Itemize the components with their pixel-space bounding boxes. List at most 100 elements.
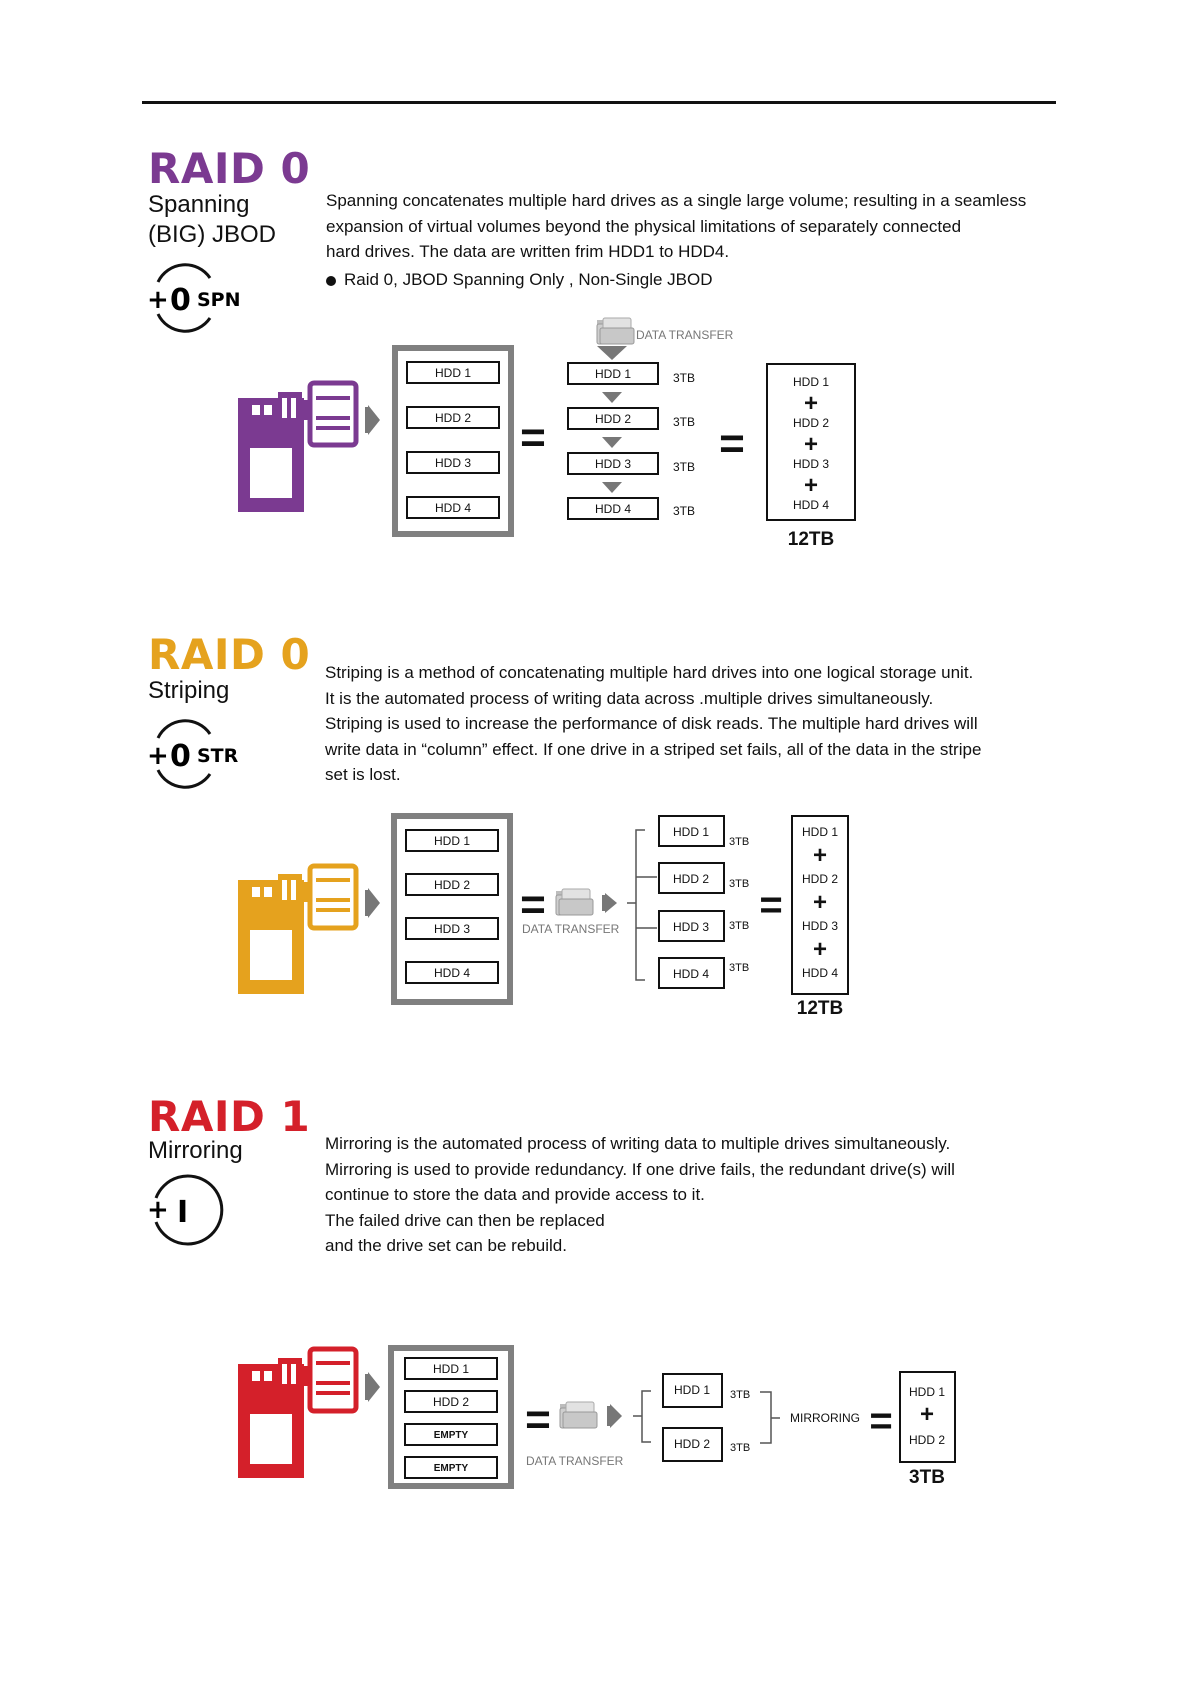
desc-line: continue to store the data and provide a… — [325, 1185, 705, 1204]
stripe-drive-label: HDD 3 — [673, 920, 709, 934]
drive-slot-label: HDD 1 — [433, 1362, 469, 1376]
result-item: HDD 2 — [802, 872, 838, 886]
stripe-bracket — [627, 829, 645, 981]
arrow-down-icon — [602, 392, 622, 403]
mirroring-diagram: HDD 1 HDD 2 EMPTY EMPTY = DATA TRANSFER … — [238, 1345, 956, 1489]
computer-icon — [238, 380, 359, 512]
striping-title: RAID 0 — [148, 630, 311, 679]
result-item: HDD 4 — [802, 966, 838, 980]
desc-line: write data in “column” effect. If one dr… — [325, 739, 982, 759]
desc-line: The failed drive can then be replaced — [325, 1210, 605, 1230]
badge-plus: + — [147, 741, 169, 771]
transfer-drive-label: HDD 3 — [595, 457, 631, 471]
equals-sign: = — [869, 1399, 892, 1443]
computer-icon — [238, 1346, 359, 1478]
spanning-subtitle: Spanning — [148, 191, 250, 218]
bullet-dot-icon — [326, 275, 336, 286]
plus-sign: + — [813, 889, 827, 916]
drive-size: 3TB — [673, 415, 695, 429]
plus-sign: + — [804, 472, 818, 499]
drive-size: 3TB — [729, 962, 749, 974]
drive-size: 3TB — [673, 371, 695, 385]
equals-sign: = — [520, 413, 546, 462]
arrow-right-icon — [368, 405, 380, 435]
arrow-right-icon — [368, 1372, 380, 1402]
drive-slot-label: HDD 4 — [434, 966, 470, 980]
bullet-text: Raid 0, JBOD Spanning Only , Non-Single … — [344, 270, 713, 289]
drive-slot-label: EMPTY — [434, 1430, 469, 1441]
result-volume — [791, 815, 849, 995]
result-item: HDD 1 — [802, 825, 838, 839]
desc-line: It is the automated process of writing d… — [325, 688, 934, 708]
spanning-title: RAID 0 — [148, 144, 311, 193]
drive-slot-label: HDD 4 — [435, 501, 471, 515]
mirror-badge-icon: + I — [147, 1174, 224, 1246]
mirroring-subtitle: Mirroring — [148, 1137, 243, 1164]
str-badge-icon: + 0 STR — [147, 719, 239, 789]
drive-size: 3TB — [673, 460, 695, 474]
stripe-drive-label: HDD 1 — [673, 825, 709, 839]
result-item: HDD 3 — [802, 919, 838, 933]
plus-sign: + — [813, 842, 827, 869]
desc-line: hard drives. The data are written frim H… — [326, 242, 730, 261]
arrow-down-icon — [602, 437, 622, 448]
drive-size: 3TB — [730, 1389, 750, 1401]
result-volume — [766, 363, 856, 521]
badge-code: STR — [197, 745, 239, 767]
badge-number: 0 — [170, 283, 191, 318]
transfer-drive-label: HDD 4 — [595, 502, 631, 516]
result-item: HDD 2 — [793, 416, 829, 430]
drive-size: 3TB — [730, 1442, 750, 1454]
badge-plus: + — [147, 285, 169, 315]
arrow-right-icon — [610, 1404, 622, 1428]
spanning-description: Spanning concatenates multiple hard driv… — [326, 188, 1106, 265]
striping-subtitle: Striping — [148, 677, 230, 704]
spanning-bullet: Raid 0, JBOD Spanning Only , Non-Single … — [326, 270, 713, 290]
folder-icon — [596, 317, 635, 345]
result-item: HDD 3 — [793, 457, 829, 471]
transfer-drive-label: HDD 2 — [595, 412, 631, 426]
total-capacity: 3TB — [909, 1467, 945, 1488]
desc-line: Striping is used to increase the perform… — [325, 714, 978, 733]
stripe-drive-label: HDD 4 — [673, 967, 709, 981]
drive-size: 3TB — [729, 878, 749, 890]
desc-line: Mirroring is the automated process of wr… — [325, 1134, 951, 1153]
arrow-right-icon — [368, 888, 380, 918]
result-item: HDD 2 — [909, 1433, 945, 1447]
drive-enclosure — [392, 345, 514, 537]
desc-line: expansion of virtual volumes beyond the … — [326, 216, 962, 236]
drive-enclosure — [388, 1345, 514, 1489]
computer-icon — [238, 863, 359, 994]
mirroring-title: RAID 1 — [148, 1092, 311, 1141]
result-item: HDD 1 — [793, 375, 829, 389]
arrow-down-icon — [597, 346, 627, 360]
mirror-drive-label: HDD 2 — [674, 1437, 710, 1451]
mirror-bracket-right — [760, 1391, 780, 1444]
result-volume — [899, 1371, 956, 1463]
stripe-drive-label: HDD 2 — [673, 872, 709, 886]
spanning-diagram: HDD 1 HDD 2 HDD 3 HDD 4 = DATA TRANSFER … — [238, 317, 856, 550]
arrow-down-icon — [602, 482, 622, 493]
drive-slot-label: HDD 1 — [435, 366, 471, 380]
data-transfer-label: DATA TRANSFER — [636, 328, 734, 342]
folder-icon — [555, 888, 594, 916]
transfer-drive-label: HDD 1 — [595, 367, 631, 381]
drive-slot-label: HDD 3 — [434, 922, 470, 936]
total-capacity: 12TB — [797, 998, 843, 1019]
equals-sign: = — [525, 1395, 551, 1444]
desc-line: Striping is a method of concatenating mu… — [325, 663, 974, 682]
plus-sign: + — [920, 1401, 934, 1428]
desc-line: Spanning concatenates multiple hard driv… — [326, 191, 1027, 210]
spanning-subtitle-2: (BIG) JBOD — [148, 221, 277, 248]
drive-slot-label: HDD 3 — [435, 456, 471, 470]
spn-badge-icon: + 0 SPN — [147, 263, 241, 333]
mirroring-label: MIRRORING — [790, 1411, 860, 1425]
equals-sign: = — [520, 880, 546, 929]
drive-size: 3TB — [729, 920, 749, 932]
drive-enclosure — [391, 813, 513, 1005]
drive-size: 3TB — [673, 504, 695, 518]
plus-sign: + — [813, 936, 827, 963]
badge-number: 0 — [170, 739, 191, 774]
equals-sign: = — [759, 883, 782, 927]
result-item: HDD 1 — [909, 1385, 945, 1399]
